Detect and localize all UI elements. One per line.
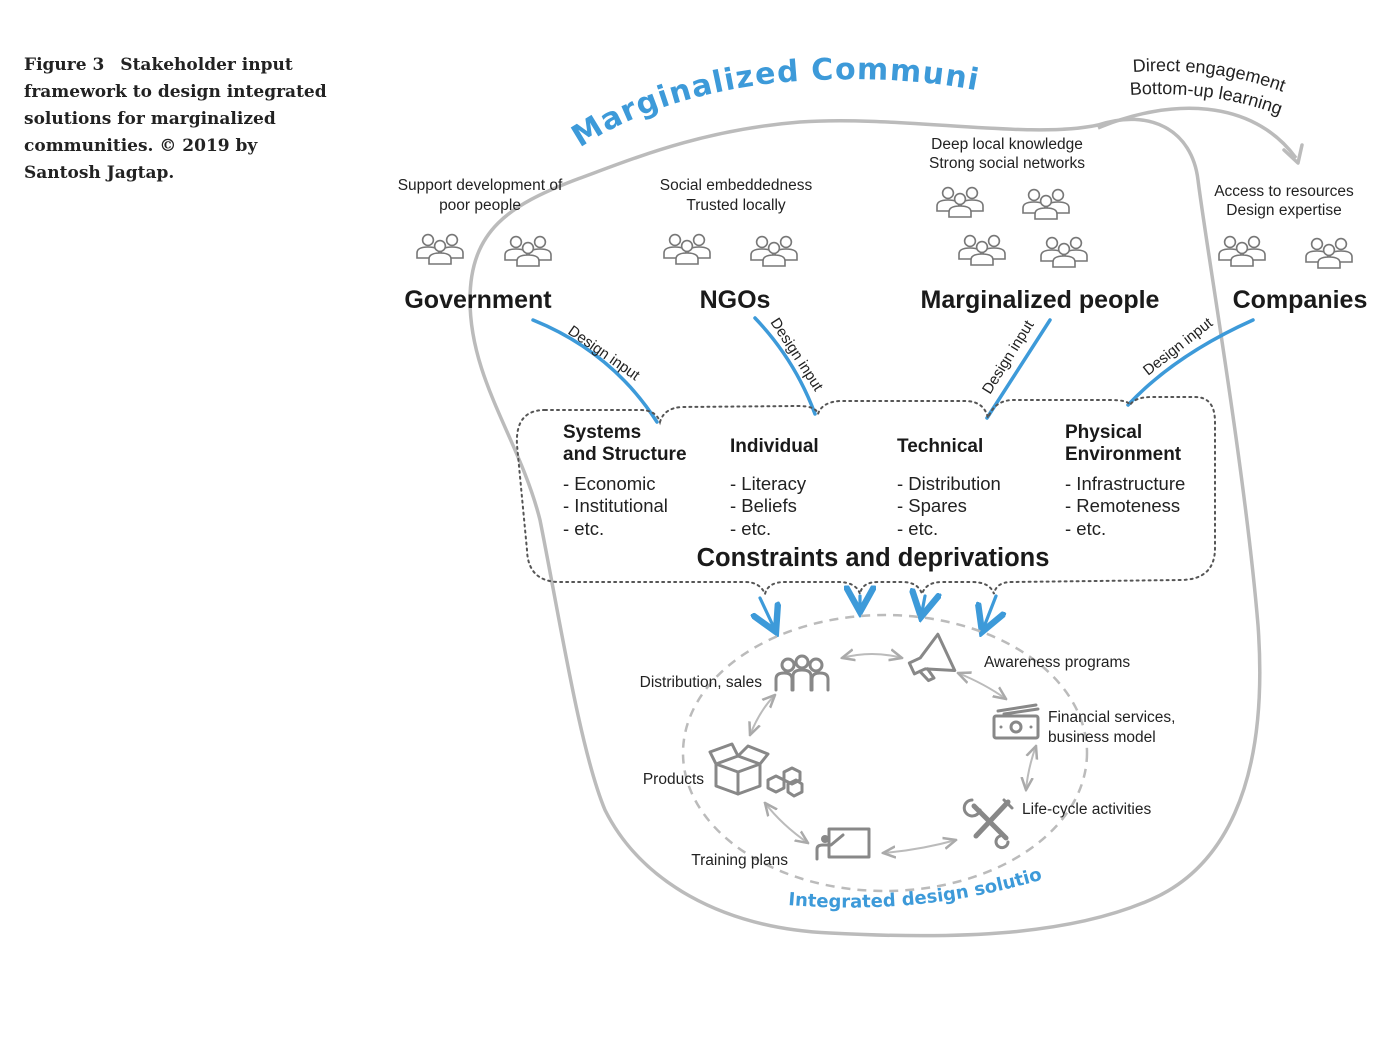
category-technical-heading: Technical — [897, 436, 983, 457]
output-arrow-1 — [760, 596, 776, 632]
stakeholder-ngos: NGOs — [700, 286, 771, 314]
government-desc-2: poor people — [439, 197, 521, 214]
design-input-line-government — [531, 318, 659, 424]
design-input-label-government: Design input — [565, 322, 644, 384]
category-individual-item-2: - Beliefs — [730, 495, 797, 516]
constraint-categories: Systems and Structure - Economic - Insti… — [563, 422, 1185, 572]
output-arrow-4 — [982, 594, 996, 632]
constraint-output-arrows — [760, 596, 996, 632]
community-boundary — [468, 117, 1262, 938]
people-groups — [417, 188, 1352, 268]
category-individual-item-3: - etc. — [730, 518, 771, 539]
marginalized-people-icon — [1023, 190, 1069, 219]
design-input-line-companies — [1126, 318, 1255, 407]
connector-training-products — [765, 803, 808, 843]
category-systems-heading-2: and Structure — [563, 444, 687, 465]
category-physical-item-2: - Remoteness — [1065, 495, 1180, 516]
megaphone-icon — [907, 632, 957, 683]
companies-people-icon — [1219, 237, 1265, 266]
component-products-label: Products — [643, 771, 704, 788]
constraints-title: Constraints and deprivations — [697, 544, 1050, 572]
category-technical-item-1: - Distribution — [897, 473, 1001, 494]
category-systems-heading-1: Systems — [563, 422, 641, 443]
component-lifecycle-label: Life-cycle activities — [1022, 801, 1151, 818]
design-input-line-ngos — [753, 316, 817, 416]
stakeholder-descriptions: Support development of poor people Socia… — [398, 136, 1354, 219]
connector-lifecycle-training — [883, 840, 956, 853]
connector-products-sales — [750, 695, 775, 735]
government-people-icon — [417, 235, 463, 264]
open-box-icon — [708, 742, 804, 798]
category-systems-item-2: - Institutional — [563, 495, 668, 516]
component-training-label: Training plans — [691, 852, 788, 869]
banknote-icon — [992, 703, 1040, 740]
design-input-label-ngos: Design input — [767, 315, 827, 395]
constraints-box — [515, 396, 1216, 598]
category-technical-item-3: - etc. — [897, 518, 938, 539]
category-physical-heading-1: Physical — [1065, 422, 1142, 443]
connector-finance-lifecycle — [1026, 746, 1036, 790]
component-distribution-label: Distribution, sales — [640, 674, 763, 691]
stakeholder-companies: Companies — [1233, 286, 1368, 314]
stakeholder-government: Government — [404, 286, 552, 314]
companies-desc-2: Design expertise — [1226, 202, 1341, 219]
people-group-icon — [774, 654, 830, 692]
solution-component-labels: Distribution, sales Awareness programs F… — [640, 654, 1176, 869]
tools-icon — [962, 798, 1014, 850]
category-physical-item-3: - etc. — [1065, 518, 1106, 539]
component-financial-label-2: business model — [1048, 729, 1156, 746]
solution-connectors — [750, 654, 1036, 853]
ngos-desc-1: Social embeddedness — [660, 177, 813, 194]
category-systems-item-1: - Economic — [563, 473, 656, 494]
direct-engagement-arrowhead — [1282, 143, 1304, 165]
category-systems-item-3: - etc. — [563, 518, 604, 539]
government-desc-1: Support development of — [398, 177, 563, 194]
component-awareness-label: Awareness programs — [984, 654, 1130, 671]
marginalized-desc-1: Deep local knowledge — [931, 136, 1083, 153]
companies-desc-1: Access to resources — [1214, 183, 1354, 200]
category-physical-heading-2: Environment — [1065, 444, 1182, 465]
marginalized-people-icon — [1041, 238, 1087, 267]
caption-label: Figure 3 — [24, 55, 105, 75]
connector-awareness-finance — [958, 673, 1006, 699]
marginalized-desc-2: Strong social networks — [929, 155, 1085, 172]
stakeholder-marginalized-people: Marginalized people — [921, 286, 1160, 314]
component-financial-label-1: Financial services, — [1048, 709, 1176, 726]
government-people-icon — [505, 237, 551, 266]
caption-text: Stakeholder input framework to design in… — [24, 55, 327, 183]
community-label: Marginalized Community — [0, 0, 982, 155]
output-arrow-3 — [921, 596, 925, 617]
direct-engagement-arrow — [1097, 106, 1298, 160]
ngos-people-icon — [664, 235, 710, 264]
solution-label: Integrated design solution — [0, 0, 1044, 913]
stakeholder-names: Government NGOs Marginalized people Comp… — [404, 286, 1367, 314]
ngos-people-icon — [751, 237, 797, 266]
category-physical-item-1: - Infrastructure — [1065, 473, 1185, 494]
category-individual-item-1: - Literacy — [730, 473, 807, 494]
category-technical-item-2: - Spares — [897, 495, 967, 516]
category-individual-heading: Individual — [730, 436, 819, 457]
presentation-board-icon — [815, 827, 871, 861]
ngos-desc-2: Trusted locally — [686, 197, 786, 214]
design-input-labels: Design input Design input Design input D… — [565, 314, 1217, 397]
design-input-label-companies: Design input — [1140, 314, 1217, 379]
connector-sales-awareness — [842, 654, 902, 658]
solution-boundary — [681, 613, 1089, 893]
marginalized-people-icon — [959, 236, 1005, 265]
companies-people-icon — [1306, 239, 1352, 268]
marginalized-people-icon — [937, 188, 983, 217]
